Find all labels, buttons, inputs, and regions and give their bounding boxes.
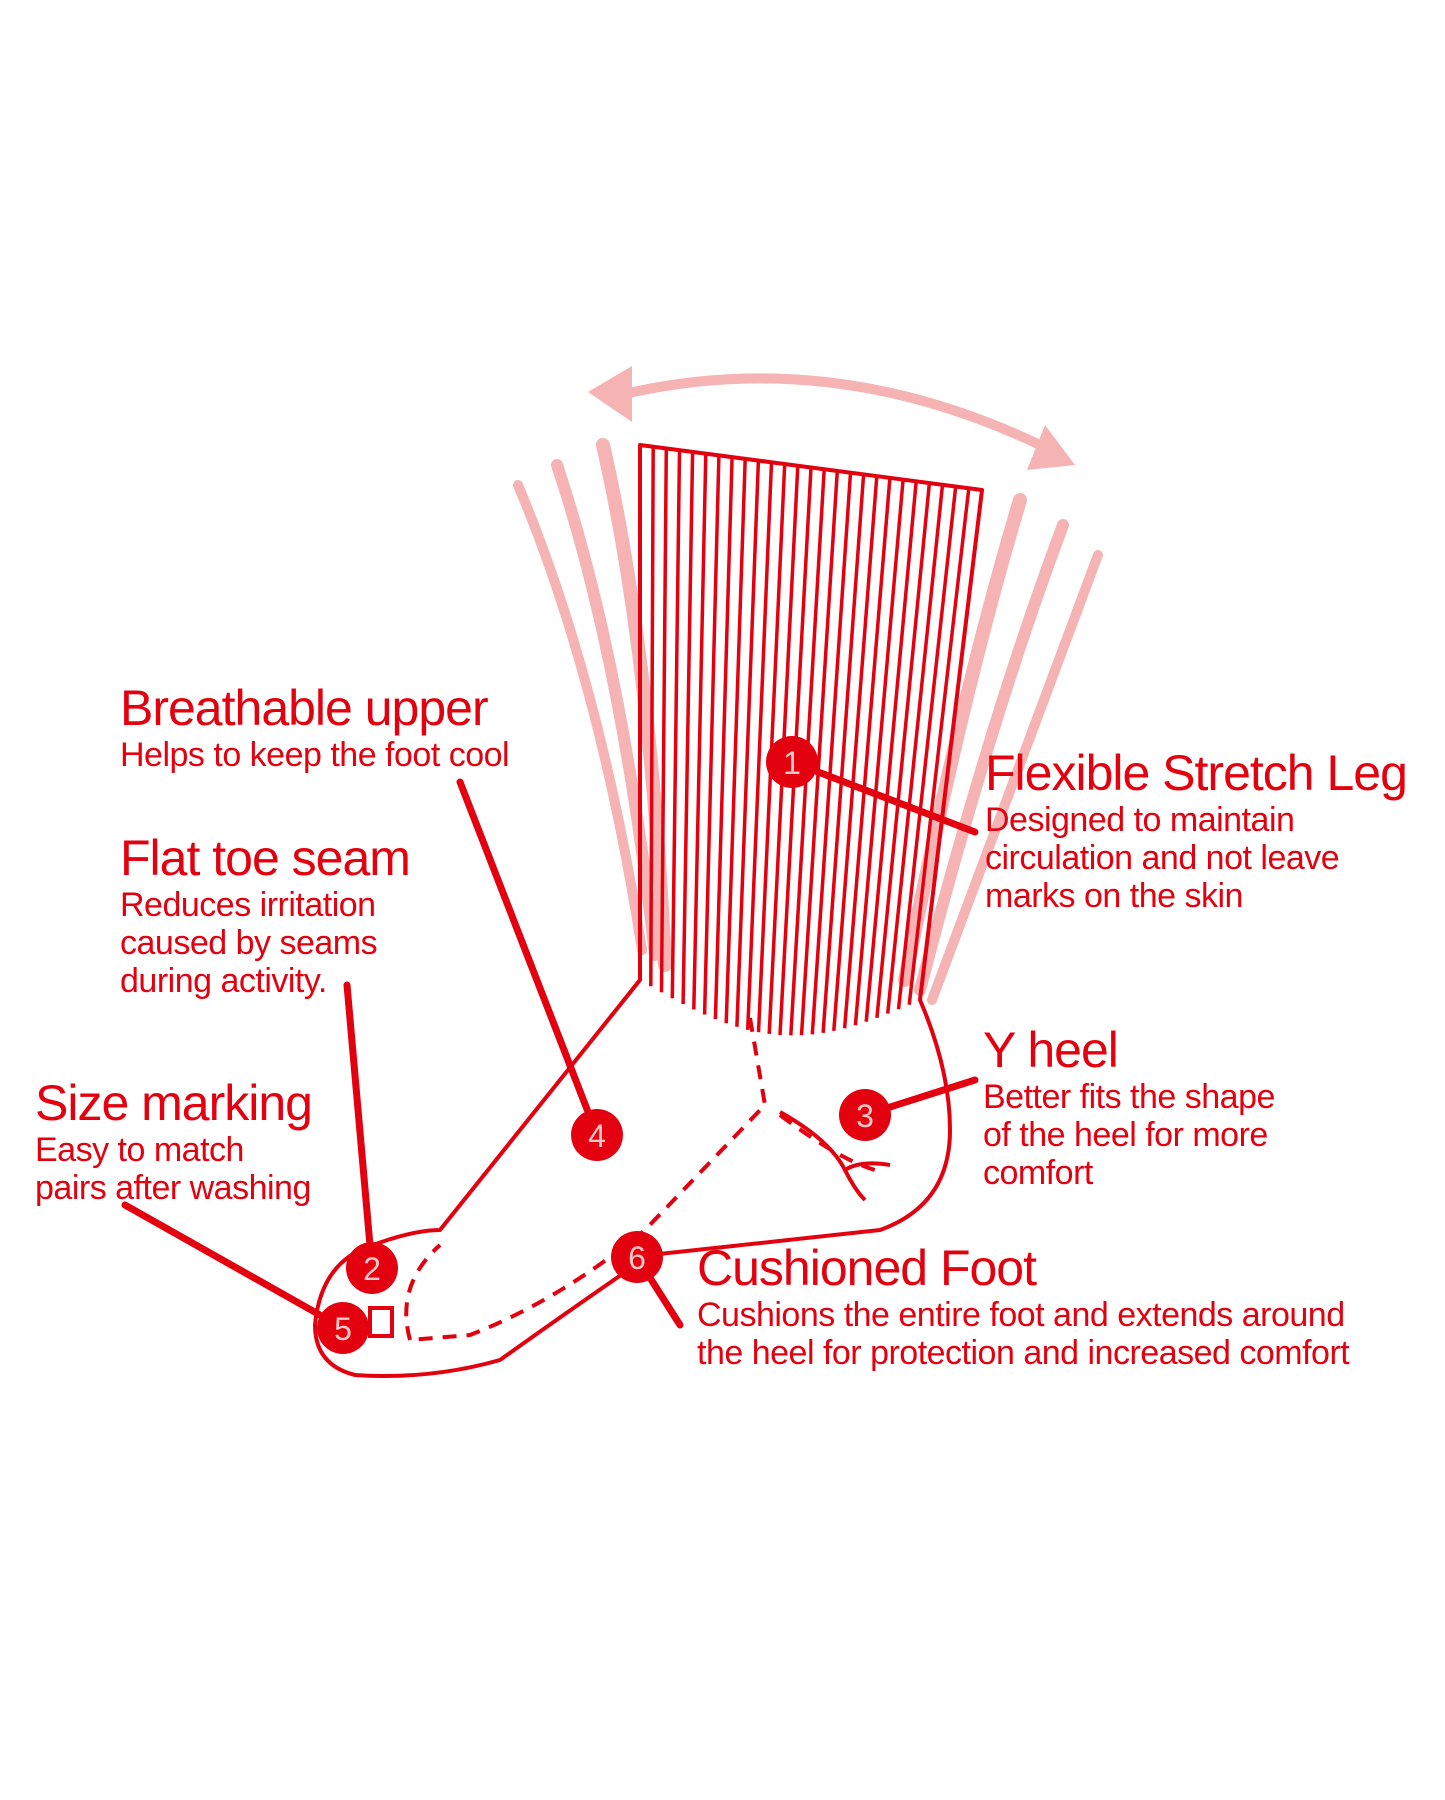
size-marking-title: Size marking: [35, 1075, 313, 1131]
rib-line: [885, 484, 945, 1014]
y-heel-desc-2: of the heel for more: [983, 1116, 1268, 1154]
rib-line: [799, 470, 840, 1036]
flat-toe-seam-desc-3: during activity.: [120, 962, 327, 1000]
label-flexible-stretch-leg: Flexible Stretch Leg Designed to maintai…: [985, 745, 1408, 915]
size-marking-desc-1: Easy to match: [35, 1131, 244, 1169]
label-size-marking: Size marking Easy to match pairs after w…: [35, 1075, 313, 1207]
svg-text:4: 4: [588, 1118, 606, 1154]
cushioned-foot-title: Cushioned Foot: [697, 1240, 1037, 1296]
badge-6: 6: [611, 1231, 663, 1283]
rib-line: [659, 448, 669, 993]
svg-text:6: 6: [628, 1240, 646, 1276]
rib-line: [735, 460, 761, 1027]
y-heel-title: Y heel: [983, 1022, 1119, 1078]
rib-line: [670, 450, 682, 999]
cushioned-foot-desc-2: the heel for protection and increased co…: [697, 1334, 1350, 1372]
badge-2: 2: [346, 1242, 398, 1294]
rib-line: [713, 457, 734, 1020]
svg-text:2: 2: [363, 1251, 381, 1287]
flat-toe-seam-desc-1: Reduces irritation: [120, 886, 376, 924]
rib-line: [681, 451, 695, 1005]
rib-line: [821, 474, 866, 1034]
svg-text:3: 3: [856, 1098, 874, 1134]
badge-5: 5: [317, 1302, 369, 1354]
rib-line: [918, 489, 984, 1001]
rib-line: [810, 472, 853, 1035]
size-marking-desc-2: pairs after washing: [35, 1169, 311, 1207]
rib-line: [724, 458, 747, 1024]
badge-3: 3: [839, 1089, 891, 1141]
rib-line: [692, 453, 708, 1010]
size-tag-icon: [368, 1306, 394, 1338]
flexible-stretch-leg-desc-3: marks on the skin: [985, 877, 1243, 915]
flat-toe-seam-desc-2: caused by seams: [120, 924, 378, 962]
rib-line: [864, 481, 918, 1022]
stretch-arrow-icon: [588, 366, 1075, 470]
badge-4: 4: [571, 1109, 623, 1161]
badge-1: 1: [766, 736, 818, 788]
rib-line: [649, 446, 655, 987]
y-heel-lines: [779, 1110, 891, 1202]
breathable-upper-desc-1: Helps to keep the foot cool: [120, 736, 510, 774]
number-badges: 1 2 3 4 5 6: [317, 736, 891, 1354]
rib-line: [745, 462, 774, 1030]
cushioned-foot-desc-1: Cushions the entire foot and extends aro…: [697, 1296, 1345, 1334]
flexible-stretch-leg-desc-2: circulation and not leave: [985, 839, 1340, 877]
y-heel-desc-1: Better fits the shape: [983, 1078, 1275, 1116]
label-cushioned-foot: Cushioned Foot Cushions the entire foot …: [697, 1240, 1350, 1372]
rib-line: [907, 488, 971, 1005]
label-flat-toe-seam: Flat toe seam Reduces irritation caused …: [120, 830, 411, 1000]
label-breathable-upper: Breathable upper Helps to keep the foot …: [120, 680, 510, 774]
flexible-stretch-leg-title: Flexible Stretch Leg: [985, 745, 1408, 801]
rib-line: [832, 476, 879, 1032]
label-y-heel: Y heel Better fits the shape of the heel…: [983, 1022, 1275, 1192]
rib-line: [875, 482, 932, 1018]
breathable-upper-title: Breathable upper: [120, 680, 489, 736]
leader-lines: [121, 758, 979, 1332]
flexible-stretch-leg-desc-1: Designed to maintain: [985, 801, 1295, 839]
svg-text:5: 5: [334, 1311, 352, 1347]
flat-toe-seam-title: Flat toe seam: [120, 830, 411, 886]
y-heel-desc-3: comfort: [983, 1154, 1093, 1192]
rib-line: [853, 479, 905, 1026]
svg-text:1: 1: [783, 745, 801, 781]
rib-line: [896, 486, 958, 1010]
rib-line: [842, 477, 892, 1029]
rib-line: [702, 455, 721, 1015]
